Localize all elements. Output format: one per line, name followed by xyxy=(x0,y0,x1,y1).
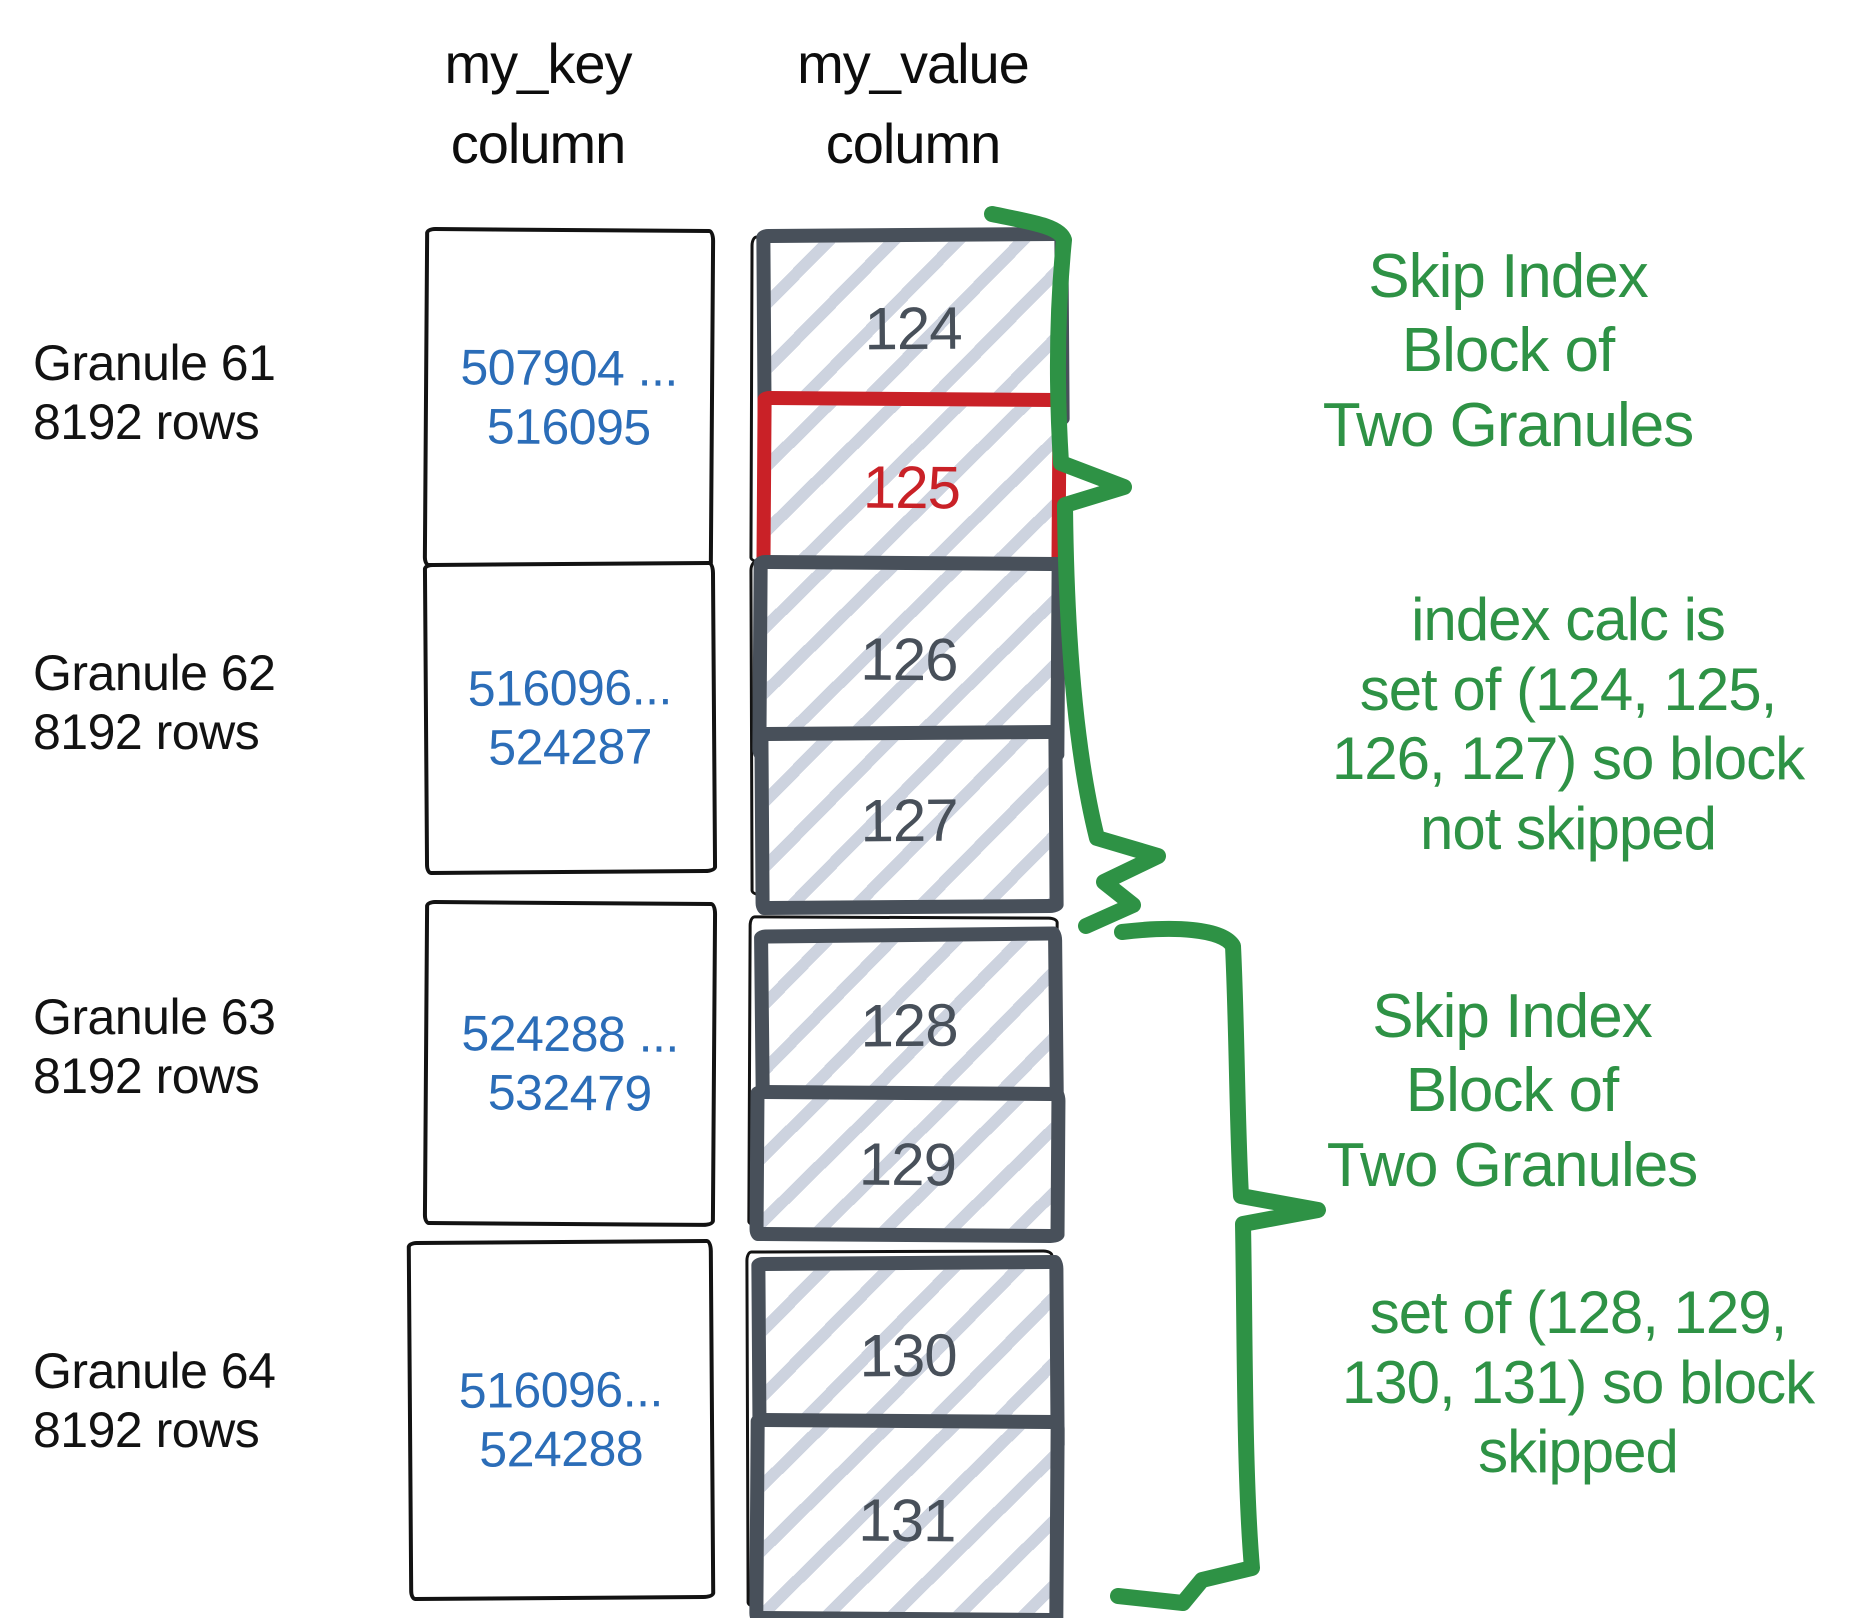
value-block-129: 129 xyxy=(749,1084,1066,1244)
value-block-125-number: 125 xyxy=(862,453,961,521)
value-block-129-number: 129 xyxy=(858,1130,957,1198)
skip-index-annotation-1-heading: Skip Index Block of Two Granules xyxy=(1322,242,1695,460)
granule-64-label: Granule 64 8192 rows xyxy=(33,1343,276,1458)
value-block-131: 131 xyxy=(749,1412,1065,1618)
granule-62-label: Granule 62 8192 rows xyxy=(33,645,276,760)
value-block-128-number: 128 xyxy=(860,990,958,1060)
value-block-131-number: 131 xyxy=(858,1486,956,1554)
value-column-header: my_value column xyxy=(797,32,1030,175)
value-block-124-number: 124 xyxy=(864,294,962,362)
value-block-130-number: 130 xyxy=(859,1321,957,1389)
granule-61-key-range: 507904 ... 516095 xyxy=(460,339,679,456)
granule-62-key-box: 516096... 524287 xyxy=(422,560,718,876)
skip-index-annotation-1-body: index calc is set of (124, 125, 126, 127… xyxy=(1331,586,1805,862)
granule-64-key-box: 516096... 524288 xyxy=(406,1238,716,1602)
granule-63-label: Granule 63 8192 rows xyxy=(33,989,276,1104)
granule-62-key-range: 516096... 524287 xyxy=(467,659,672,776)
value-block-126-number: 126 xyxy=(860,625,958,693)
granule-61-label: Granule 61 8192 rows xyxy=(33,335,276,450)
value-block-125-highlighted: 125 xyxy=(756,390,1067,584)
granule-63-key-box: 524288 ... 532479 xyxy=(422,899,718,1228)
value-block-127-number: 127 xyxy=(860,786,958,854)
value-block-127: 127 xyxy=(754,724,1064,916)
granule-64-key-range: 516096... 524288 xyxy=(458,1361,663,1478)
granule-61-key-box: 507904 ... 516095 xyxy=(422,226,716,570)
key-column-header: my_key column xyxy=(444,32,633,175)
granule-63-key-range: 524288 ... 532479 xyxy=(461,1004,680,1122)
skip-index-annotation-2-body: set of (128, 129, 130, 131) so block ski… xyxy=(1341,1279,1815,1486)
skip-index-annotation-2-heading: Skip Index Block of Two Granules xyxy=(1326,982,1699,1200)
